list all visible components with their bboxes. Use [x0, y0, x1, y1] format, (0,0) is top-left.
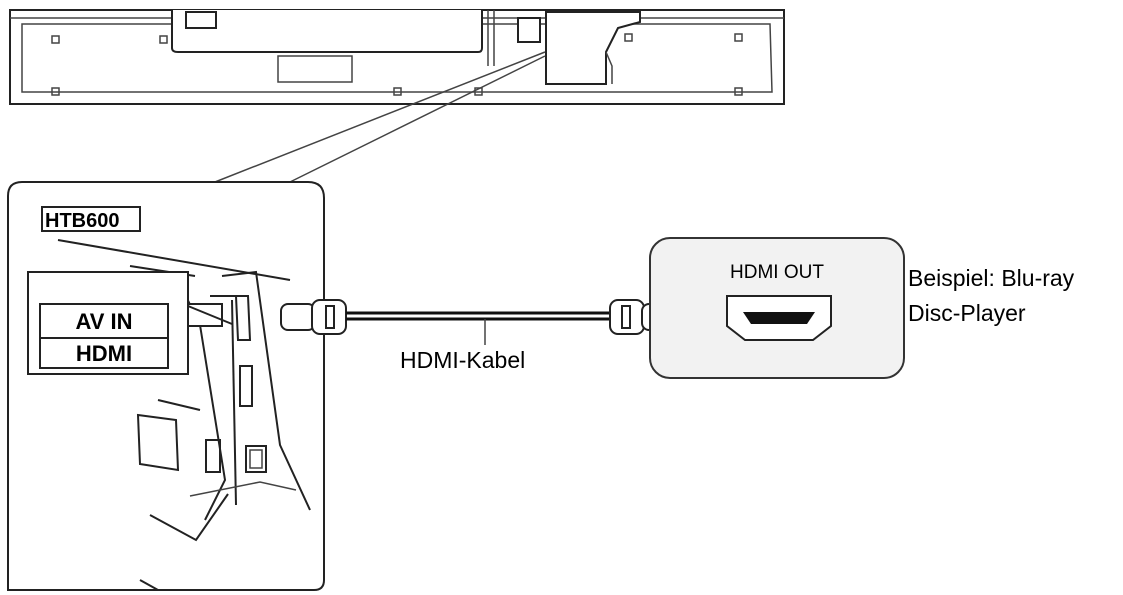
hdmi-cable — [280, 299, 679, 345]
soundbar-rear-view — [9, 9, 785, 105]
player-caption-line2: Disc-Player — [908, 300, 1026, 326]
player-port-label: HDMI OUT — [730, 262, 824, 283]
model-label-box — [41, 206, 141, 232]
zoom-detail-panel: HTB600 AV IN HDMI — [7, 181, 325, 591]
model-label: HTB600 — [45, 210, 119, 232]
terminal-label-av-in: AV IN — [75, 309, 132, 334]
zoom-leader-lines — [214, 51, 546, 183]
terminal-label-hdmi: HDMI — [76, 341, 132, 366]
cable-label: HDMI-Kabel — [400, 347, 525, 373]
player-device — [649, 237, 905, 379]
player-caption-line1: Beispiel: Blu-ray — [908, 265, 1075, 291]
